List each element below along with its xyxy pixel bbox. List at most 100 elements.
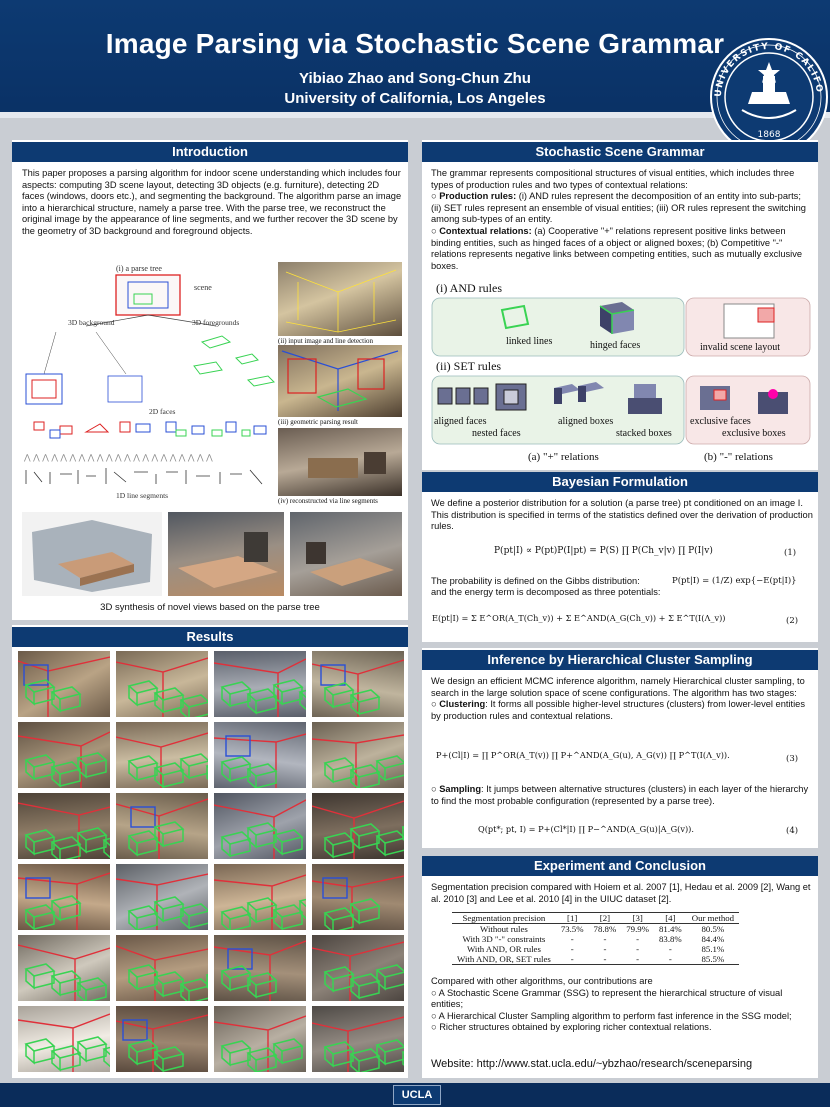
svg-text:⋀ ⋀ ⋀ ⋀ ⋀ ⋀ ⋀ ⋀ ⋀ ⋀ ⋀ ⋀ ⋀ ⋀ ⋀: ⋀ ⋀ ⋀ ⋀ ⋀ ⋀ ⋀ ⋀ ⋀ ⋀ ⋀ ⋀ ⋀ ⋀ ⋀ ⋀ ⋀ ⋀ ⋀ ⋀ … [23, 453, 213, 462]
inference-eq3: P+(Cl|I) = ∏ P^OR(A_T(v)) ∏ P+^AND(A_G(u… [436, 750, 730, 760]
result-image [312, 864, 404, 930]
detection-overlay [116, 798, 208, 859]
result-image [214, 651, 306, 717]
inference-p3-label: Sampling [439, 784, 482, 794]
result-image [312, 793, 404, 859]
poster-authors: Yibiao Zhao and Song-Chun Zhu [299, 70, 531, 87]
fig-excl-boxes: exclusive boxes [722, 428, 786, 439]
inference-p1: We design an efficient MCMC inference al… [431, 676, 805, 698]
results-panel: Results [12, 625, 408, 1078]
table-cell: 84.4% [701, 934, 725, 944]
geometric-parse-photo [278, 345, 402, 417]
table-row: With 3D "-" constraints---83.8%84.4% [452, 934, 739, 944]
table-cell: - [621, 954, 655, 965]
result-image [18, 1006, 110, 1072]
table-cell: - [603, 944, 607, 954]
result-image [18, 722, 110, 788]
table-header-row: Segmentation precision[1][2][3][4]Our me… [452, 912, 740, 924]
detection-overlay [18, 872, 110, 930]
fig-label-scene: scene [194, 283, 212, 292]
experiment-p1: Segmentation precision compared with Hoi… [431, 882, 811, 904]
bayes-heading: Bayesian Formulation [422, 472, 818, 492]
experiment-heading: Experiment and Conclusion [422, 856, 818, 876]
inference-p3: : It jumps between alternative structure… [431, 784, 809, 806]
detection-overlay [214, 733, 306, 788]
synthesis-caption: 3D synthesis of novel views based on the… [100, 602, 320, 613]
detection-overlay [116, 945, 208, 1001]
result-image [116, 651, 208, 717]
table-cell: [4] [654, 912, 687, 924]
detection-overlay [116, 657, 208, 717]
fig-minus-rel: (b) "-" relations [704, 451, 773, 463]
result-image [116, 722, 208, 788]
table-cell: With 3D "-" constraints [462, 934, 546, 944]
inference-p2-label: Clustering [439, 699, 486, 710]
result-image [312, 651, 404, 717]
result-image [312, 1006, 404, 1072]
poster-header [0, 0, 830, 118]
synthesis-view-3 [290, 512, 402, 596]
website-link[interactable]: Website: http://www.stat.ucla.edu/~ybzha… [431, 1058, 753, 1070]
detection-overlay [18, 944, 110, 1001]
inference-eq4-num: (4) [786, 826, 799, 836]
table-cell: 80.5% [701, 924, 725, 934]
bayes-p3: and the energy term is decomposed as thr… [431, 587, 661, 597]
detection-overlay [312, 1016, 404, 1072]
result-image [116, 864, 208, 930]
detection-overlay [116, 873, 208, 930]
fig-label-recon: (iv) reconstructed via line segments [278, 497, 378, 505]
detection-overlay [214, 658, 306, 717]
result-image [312, 722, 404, 788]
result-image [116, 793, 208, 859]
inference-eq3-num: (3) [786, 754, 799, 764]
table-cell: 81.4% [659, 924, 682, 934]
intro-body: This paper proposes a parsing algorithm … [22, 168, 402, 236]
table-cell: - [654, 954, 687, 965]
ssg-rules-figure: (i) AND rules linked lines hinged faces … [431, 281, 811, 463]
table-cell: Our method [686, 912, 740, 924]
ssg-p1: The grammar represents compositional str… [431, 168, 795, 190]
results-heading: Results [12, 627, 408, 647]
contrib-2: ○ A Hierarchical Cluster Sampling algori… [431, 1010, 792, 1021]
bayes-eq1: P(pt|I) ∝ P(pt)P(I|pt) = P(S) ∏ P(Ch_v|v… [494, 546, 713, 556]
detection-overlay [312, 659, 404, 717]
inference-eq4: Q(pt*; pt, I) = P+(Cl*|I) ∏ P−^AND(A_G(u… [478, 824, 694, 834]
detection-overlay [18, 731, 110, 788]
table-cell: With AND, OR rules [466, 944, 541, 954]
parse-tree-figure: (i) a parse tree scene 3D background 3D … [16, 262, 278, 507]
table-cell: With AND, OR, SET rules [452, 954, 556, 965]
table-cell: Without rules [480, 924, 528, 934]
result-image [214, 1006, 306, 1072]
table-cell: [1] [555, 912, 589, 924]
fig-label-faces: 2D faces [149, 407, 176, 416]
table-cell: 85.5% [686, 954, 740, 965]
ssg-panel: Stochastic Scene Grammar The grammar rep… [422, 140, 818, 470]
result-image [18, 793, 110, 859]
poster-title: Image Parsing via Stochastic Scene Gramm… [105, 28, 725, 59]
table-cell: - [570, 944, 574, 954]
table-cell: 85.1% [701, 944, 725, 954]
result-image [116, 935, 208, 1001]
bayes-p2: The probability is defined on the Gibbs … [431, 576, 640, 586]
result-image [18, 864, 110, 930]
ssg-p2-label: Production rules: [439, 191, 517, 202]
inference-p2: : It forms all possible higher-level str… [431, 699, 805, 721]
detection-overlay [214, 940, 306, 1001]
result-image [18, 651, 110, 717]
ssg-text: The grammar represents compositional str… [431, 168, 806, 271]
fig-invalid: invalid scene layout [700, 342, 780, 353]
fig-stacked: stacked boxes [616, 428, 672, 439]
precision-table: Segmentation precision[1][2][3][4]Our me… [452, 912, 740, 965]
inference-text: We design an efficient MCMC inference al… [431, 676, 805, 721]
table-cell: - [570, 934, 574, 944]
result-image [18, 935, 110, 1001]
table-cell: 83.8% [659, 934, 682, 944]
ssg-p3-label: Contextual relations: [439, 225, 532, 236]
detection-overlay [116, 732, 208, 788]
header-stripe [0, 112, 830, 118]
bayes-panel: Bayesian Formulation We define a posteri… [422, 472, 818, 642]
table-cell: - [603, 934, 607, 944]
fig-label-input: (ii) input image and line detection [278, 337, 374, 345]
bayes-eq1-num: (1) [784, 548, 797, 558]
